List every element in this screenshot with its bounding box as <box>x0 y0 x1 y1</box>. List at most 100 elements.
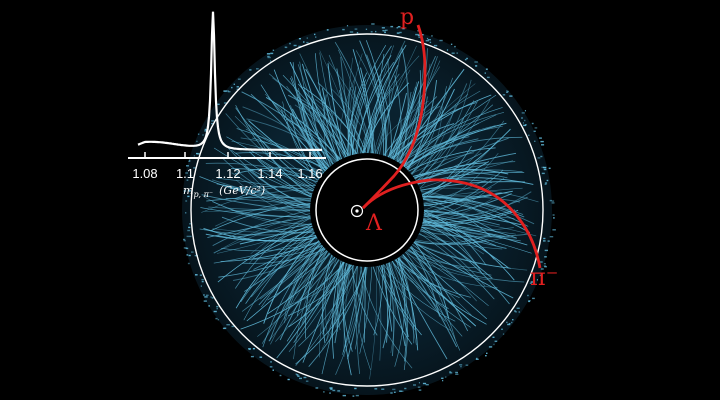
hit-dot <box>449 371 452 373</box>
track <box>421 213 517 239</box>
track <box>322 88 343 162</box>
track <box>356 55 392 157</box>
hit-dot <box>185 247 189 250</box>
track <box>403 251 492 281</box>
track <box>297 83 350 159</box>
track <box>262 241 323 348</box>
track <box>230 186 316 192</box>
track <box>351 262 378 336</box>
hit-dot <box>540 140 544 143</box>
track <box>217 234 319 242</box>
hit-dot <box>549 236 554 238</box>
hit-dot <box>536 279 538 281</box>
hit-dot <box>488 346 493 348</box>
track <box>420 221 484 255</box>
track <box>297 88 330 171</box>
track <box>420 195 535 225</box>
hit-dot <box>475 358 479 360</box>
hit-dot <box>298 38 301 40</box>
hit-dot <box>299 377 302 380</box>
hit-dot <box>431 35 433 37</box>
track <box>400 48 428 167</box>
hit-dot <box>514 311 517 313</box>
hit-dot <box>223 90 227 92</box>
hit-dot <box>433 44 438 47</box>
track <box>235 216 313 289</box>
hit-dot <box>449 372 453 374</box>
hit-dot <box>371 23 375 25</box>
hit-dot <box>213 310 217 313</box>
track <box>420 187 523 200</box>
track <box>253 156 316 193</box>
track <box>205 162 321 181</box>
inner-detector-ring <box>315 158 419 262</box>
track <box>378 263 422 336</box>
track <box>293 249 329 360</box>
track <box>410 168 509 178</box>
track <box>291 76 335 167</box>
hit-dot <box>460 365 462 368</box>
track <box>377 263 382 361</box>
track <box>296 246 327 316</box>
track <box>334 262 352 344</box>
track <box>248 214 313 264</box>
track <box>321 262 351 375</box>
hit-dot <box>512 319 514 321</box>
track <box>327 63 347 160</box>
hit-dot <box>541 144 545 146</box>
track <box>328 54 363 156</box>
hit-dot <box>250 355 254 358</box>
track <box>252 227 316 258</box>
track <box>236 128 328 172</box>
hit-dot <box>425 40 429 42</box>
hit-dot <box>215 317 218 320</box>
track <box>199 176 313 209</box>
hit-dot <box>186 254 189 256</box>
track <box>276 259 345 359</box>
track <box>405 77 454 172</box>
hit-dot <box>279 374 282 377</box>
hit-dot <box>399 31 402 34</box>
track <box>200 207 313 218</box>
hit-dot <box>531 122 534 125</box>
track <box>421 217 528 246</box>
hit-dot <box>199 274 202 276</box>
hit-dot <box>518 311 520 313</box>
track <box>411 241 511 269</box>
track <box>388 260 415 328</box>
track <box>410 86 447 177</box>
track <box>315 99 365 156</box>
hit-dot <box>211 297 214 299</box>
hit-dot <box>355 394 359 397</box>
track <box>231 140 326 175</box>
hit-dot <box>201 280 204 283</box>
hit-dot <box>450 43 453 45</box>
hit-dot <box>256 68 259 70</box>
hit-dot <box>539 137 542 139</box>
track <box>242 106 338 165</box>
track <box>240 227 316 303</box>
hit-dot <box>539 274 542 277</box>
hit-dot <box>439 39 443 42</box>
hit-dot <box>189 159 191 161</box>
track <box>247 171 313 218</box>
hit-dot <box>188 254 191 257</box>
track <box>285 251 332 302</box>
hit-dot <box>508 323 511 325</box>
hit-dot <box>417 34 421 37</box>
track <box>299 61 333 168</box>
hit-dot <box>484 72 486 74</box>
hit-dot <box>552 229 556 231</box>
track <box>354 61 395 157</box>
track <box>401 252 458 348</box>
hit-dot <box>390 25 394 28</box>
track <box>418 190 490 219</box>
hit-dot <box>418 389 422 391</box>
track <box>330 87 374 156</box>
hit-dot <box>426 37 429 40</box>
hit-dot <box>287 378 290 381</box>
hit-dot <box>521 117 523 119</box>
hit-dot <box>370 31 373 33</box>
hit-dot <box>415 33 419 36</box>
hit-dot <box>502 94 506 96</box>
